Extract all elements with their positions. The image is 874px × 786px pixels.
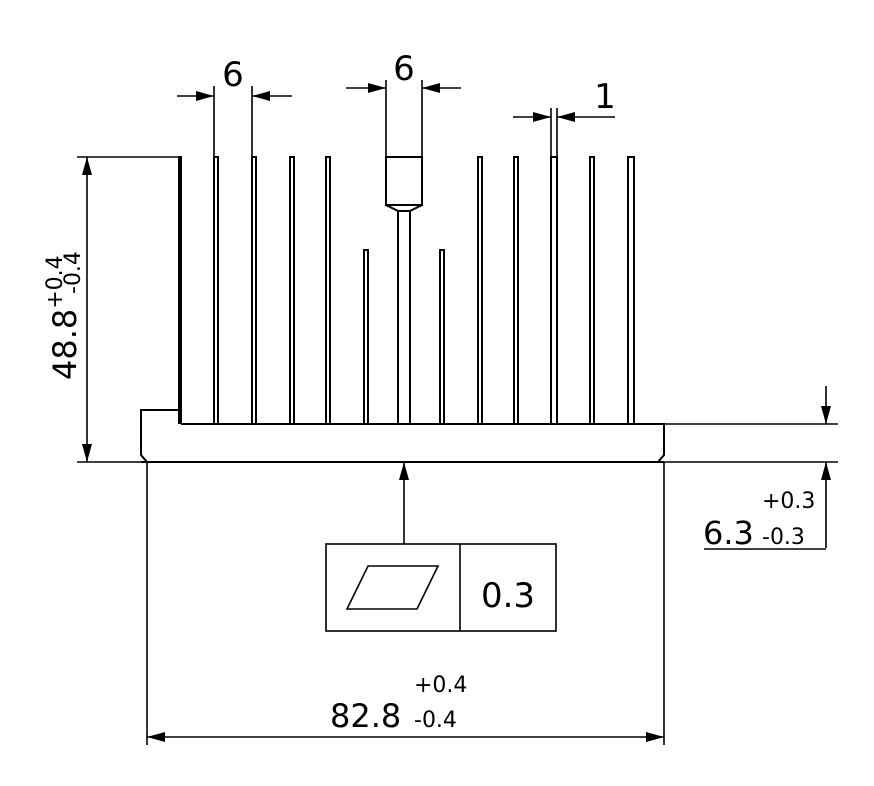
dim-height: 48.8+0.4 -0.4 [43,156,179,463]
fin-10 [550,156,558,424]
fins-group [178,156,635,424]
dim-base-thickness: 6.3 +0.3 -0.3 [664,386,838,552]
dim-height-lower: -0.4 [61,251,86,294]
fin-1 [178,156,182,424]
fin-4 [289,156,295,424]
dim-width-value: 82.8 [330,697,401,735]
dim-height-label: 48.8+0.4 [43,255,84,380]
heatsink-profile [140,156,665,463]
flatness-icon [345,565,440,610]
dim-fin-pitch: 6 [177,55,292,157]
dim-width: 82.8 +0.4 -0.4 [146,462,665,745]
dim-base-thickness-lower: -0.3 [762,525,805,550]
dim-width-upper: +0.4 [414,673,467,698]
flatness-tolerance-value: 0.3 [481,576,535,616]
dim-fin-tip-width-value: 6 [393,49,415,89]
dim-fin-thickness: 1 [513,77,616,157]
dim-fin-tip-width: 6 [346,49,461,157]
dim-fin-thickness-value: 1 [594,77,616,117]
center-fin [385,156,423,424]
fin-2 [213,156,219,424]
fin-9 [513,156,519,424]
dim-width-lower: -0.4 [414,708,457,733]
dim-height-value: 48.8 [46,309,84,380]
dim-base-thickness-value: 6.3 [703,514,754,552]
fin-6 [363,249,369,424]
base-outline-right [634,423,665,463]
center-fin-left [385,204,399,424]
center-fin-right [409,204,423,424]
fin-5 [325,156,331,424]
fin-3 [251,156,257,424]
base-outline-left [140,409,181,463]
flatness-tolerance: 0.3 [325,462,557,632]
fin-12 [627,156,635,424]
dim-base-thickness-label: 6.3 [703,514,754,552]
fin-8 [477,156,483,424]
fin-11 [589,156,595,424]
center-fin-tip [385,156,423,206]
dim-height-upper: +0.4 [43,255,68,308]
tolerance-frame [325,543,557,632]
dim-fin-pitch-value: 6 [222,55,244,95]
fin-7 [439,249,445,424]
dim-base-thickness-upper: +0.3 [762,489,815,514]
